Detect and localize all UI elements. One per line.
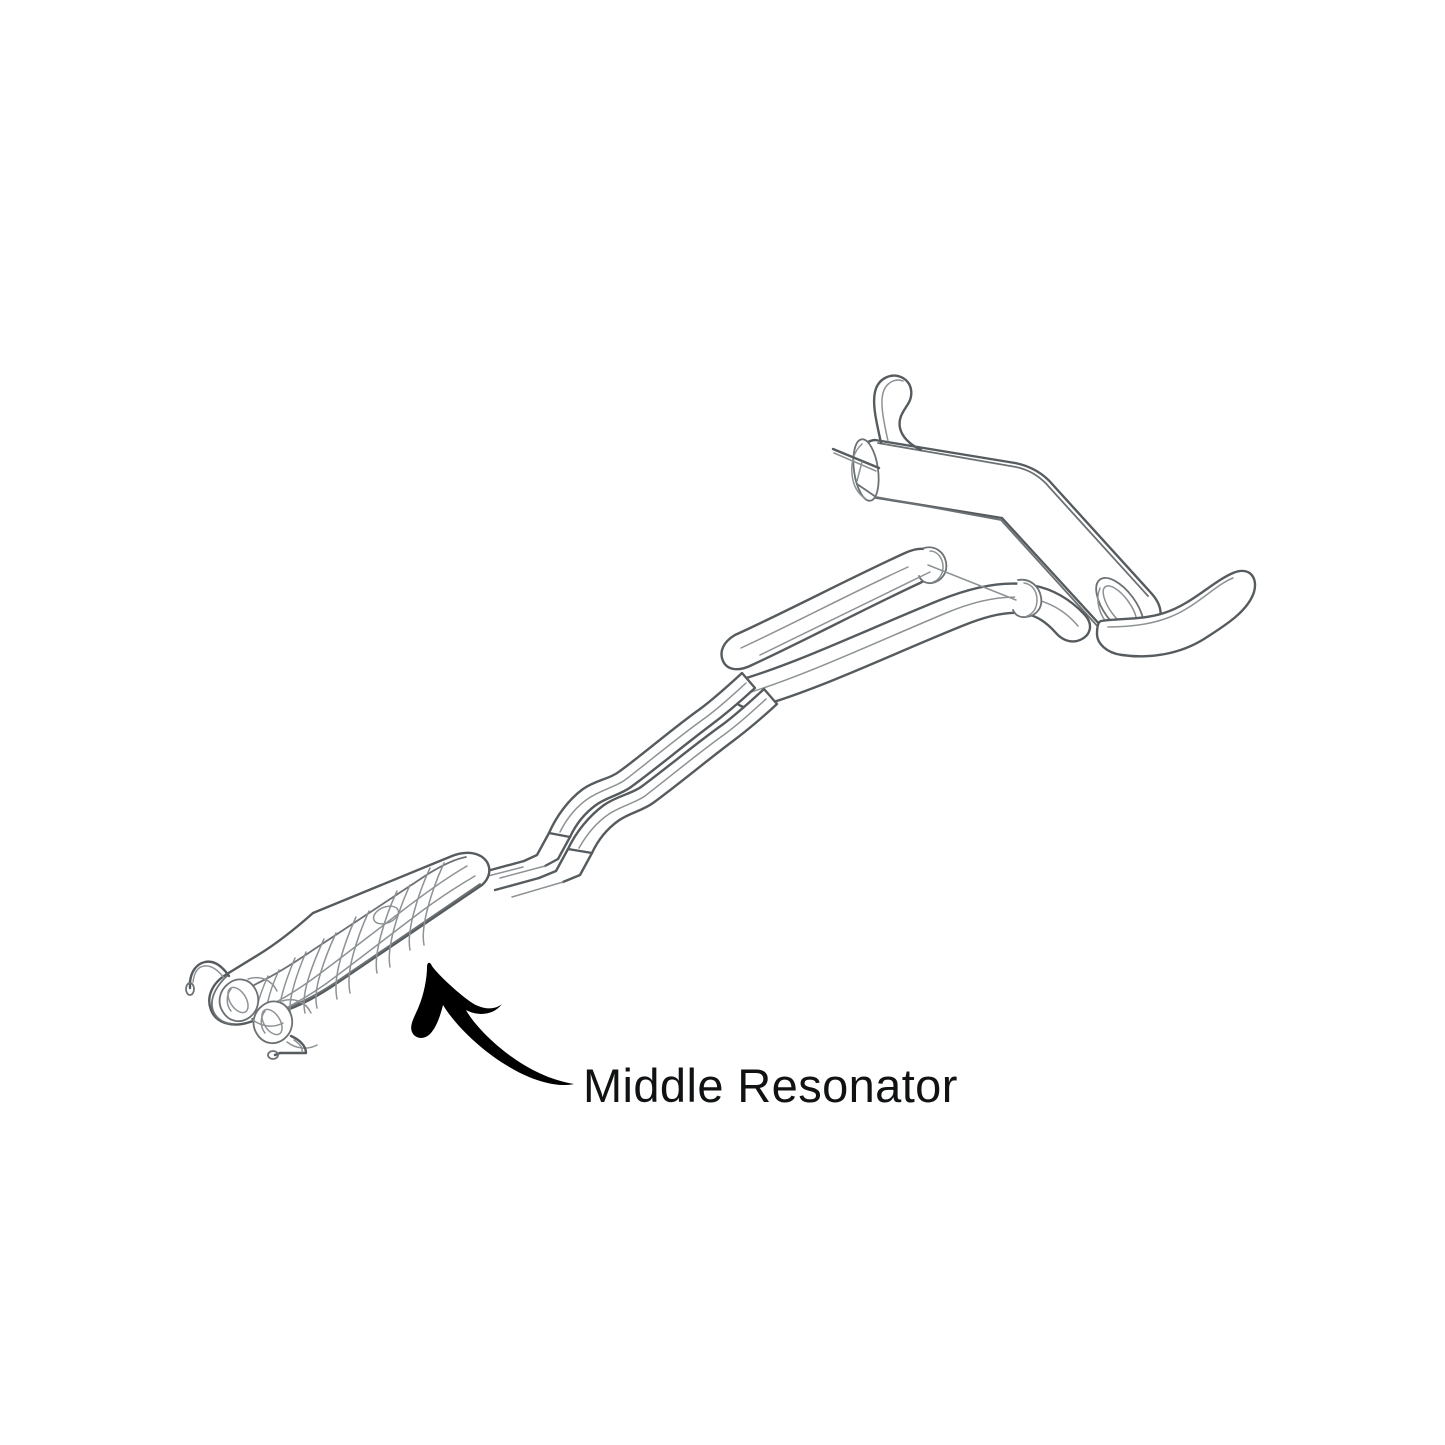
- resonator-hangers: [185, 960, 308, 1060]
- callout-arrow: [411, 962, 574, 1086]
- tailpipe: [1095, 569, 1257, 658]
- muffler-hanger-stub: [831, 447, 881, 482]
- resonator-inlet-pipe-left: [218, 978, 260, 1023]
- middle-resonator: [208, 851, 491, 1026]
- resonator-inlet-pipe-right: [252, 1000, 294, 1045]
- mid-pipe-run: [485, 671, 779, 898]
- resonator-inlet-pipes: [218, 976, 318, 1049]
- resonator-ribs: [254, 862, 445, 1026]
- muffler-hanger-bracket: [872, 374, 923, 452]
- resonator-hanger-lower: [267, 1034, 308, 1060]
- resonator-hanger-upper: [185, 960, 231, 996]
- callout-label-middle-resonator: Middle Resonator: [583, 1059, 958, 1112]
- muffler-inlet-pipes: [720, 546, 1092, 710]
